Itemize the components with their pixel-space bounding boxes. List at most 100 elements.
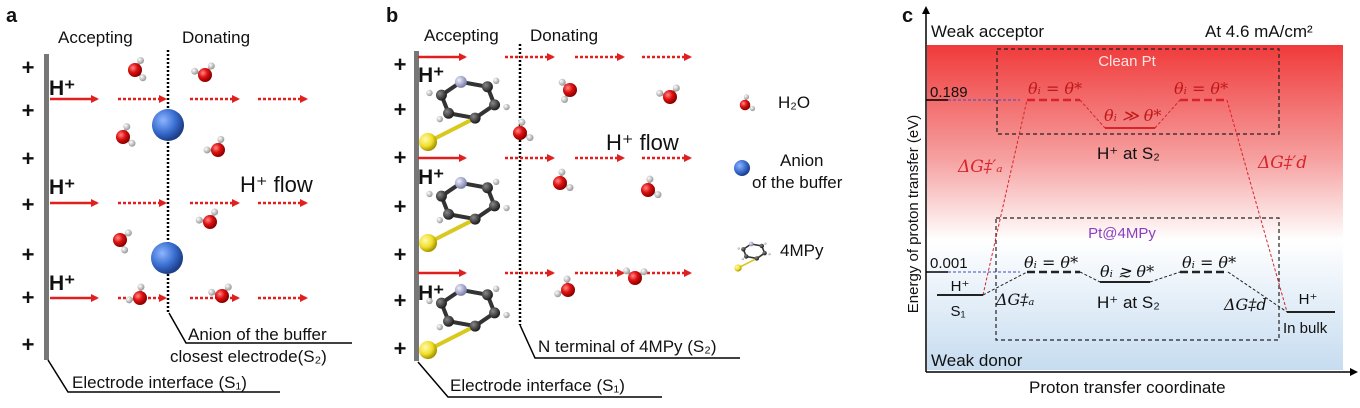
oxygen-atom — [211, 143, 225, 157]
oxygen-atom — [215, 289, 229, 303]
electrode-callout-line — [417, 361, 662, 398]
hydrogen-atom — [436, 216, 444, 224]
water-legend-icon — [739, 94, 756, 112]
energy-background — [927, 45, 1343, 370]
4mpy-molecule — [734, 241, 771, 272]
hydrogen-atom — [217, 135, 225, 143]
electrode-callout-text: Electrode interface (S₁) — [72, 373, 247, 392]
hydrogen-atom — [563, 275, 571, 283]
hydrogen-atom — [492, 77, 500, 85]
carbon-atom — [443, 107, 455, 119]
donating-label: Donating — [182, 28, 250, 47]
weak-acceptor-label: Weak acceptor — [931, 22, 1044, 41]
carbon-atom — [741, 247, 746, 252]
water-molecules — [113, 56, 232, 305]
hydrogen-atom — [743, 94, 750, 100]
theta-greater-label: θᵢ ≳ θ* — [1100, 262, 1154, 281]
panel-a-letter: a — [6, 5, 18, 27]
oxygen-atom — [641, 183, 655, 197]
carbon-atom — [744, 254, 749, 259]
oxygen-atom — [663, 90, 677, 104]
carbon-atom — [443, 315, 455, 327]
4mpy-molecule — [419, 176, 510, 252]
hydrogen-atom — [558, 78, 566, 86]
plus-sign: + — [22, 146, 35, 171]
legend: H₂O Anion of the buffer 4MPy — [734, 93, 843, 272]
sulfur-atom — [419, 133, 437, 151]
oxygen-atom — [113, 233, 127, 247]
water-molecule — [641, 175, 662, 199]
accepting-label: Accepting — [58, 28, 133, 47]
h-bulk-bottom-label: In bulk — [1283, 320, 1328, 337]
panel-c-letter: c — [902, 5, 913, 27]
hydrogen-atom — [741, 257, 745, 261]
carbon-atom — [435, 297, 447, 309]
carbon-atom — [754, 256, 760, 261]
hydrogen-atom — [125, 296, 133, 304]
proton-label: H⁺ — [49, 272, 75, 295]
water-molecule — [191, 62, 215, 82]
plus-sign: + — [394, 242, 407, 267]
hydrogen-atom — [503, 204, 510, 212]
clean-pt-label: Clean Pt — [1098, 53, 1156, 70]
anion-callout-text-2: closest electrode(S₂) — [170, 347, 327, 366]
water-molecule — [656, 84, 680, 104]
plus-sign: + — [22, 285, 35, 310]
hydrogen-atom — [121, 246, 129, 254]
anion-legend-icon — [734, 160, 750, 176]
water-molecule — [554, 275, 575, 298]
oxygen-atom — [128, 63, 142, 77]
hydrogen-atom — [124, 229, 132, 237]
water-molecule — [203, 135, 225, 157]
n-terminal-callout-text: N terminal of 4MPy (S₂) — [538, 337, 717, 356]
hydrogen-atom — [195, 216, 203, 224]
hydrogen-atom — [426, 89, 433, 97]
hydrogen-atom — [640, 268, 648, 276]
hydrogen-atom — [526, 134, 534, 142]
h-s1-top-label: H⁺ — [951, 278, 970, 295]
carbon-atom — [489, 307, 501, 319]
hydrogen-atom — [763, 242, 767, 245]
water-molecule — [558, 78, 577, 104]
value-0001: 0.001 — [930, 255, 968, 272]
panel-c: c Weak acceptor At 4.6 mA/cm² Weak donor… — [902, 5, 1358, 397]
water-molecule — [125, 283, 147, 305]
hydrogen-atom — [623, 267, 631, 275]
hydrogen-atom — [191, 67, 199, 75]
carbon-atom — [469, 320, 481, 332]
oxygen-atom — [198, 68, 212, 82]
dg-d-label: ΔG‡d — [1223, 295, 1267, 314]
hydrogen-atom — [566, 184, 574, 192]
plus-sign: + — [22, 332, 35, 357]
carbon-atom — [489, 99, 501, 111]
plus-sign: + — [394, 52, 407, 77]
oxygen-atom — [628, 271, 642, 285]
hydrogen-atom — [518, 118, 526, 126]
hydrogen-atom — [656, 89, 664, 97]
hydrogen-atom — [208, 288, 216, 296]
panel-b: b Accepting Donating +++++++ H⁺ H⁺ H⁺ H⁺… — [386, 5, 740, 398]
oxygen-atom — [553, 176, 567, 190]
condition-label: At 4.6 mA/cm² — [1205, 22, 1313, 41]
water-molecule — [623, 267, 648, 285]
water-molecule — [513, 118, 534, 142]
theta-equal-label: θᵢ = θ* — [1028, 79, 1082, 98]
oxygen-atom — [203, 215, 217, 229]
hydrogen-atom — [646, 175, 654, 183]
theta-much-greater-label: θᵢ ≫ θ* — [1104, 106, 1161, 125]
carbon-atom — [759, 243, 764, 249]
panel-b-letter: b — [386, 5, 398, 27]
x-axis-label: Proton transfer coordinate — [1029, 378, 1226, 397]
sulfur-atom — [419, 341, 437, 359]
carbon-atom — [435, 190, 447, 202]
plus-sign: + — [394, 145, 407, 170]
hydrogen-atom — [737, 247, 740, 250]
oxygen-atom — [513, 126, 527, 140]
hydrogen-atom — [139, 74, 147, 82]
hydrogen-atom — [224, 283, 232, 291]
carbon-atom — [469, 213, 481, 225]
oxygen-atom — [133, 291, 147, 305]
plus-sign: + — [22, 192, 35, 217]
hydrogen-atom — [426, 297, 433, 305]
